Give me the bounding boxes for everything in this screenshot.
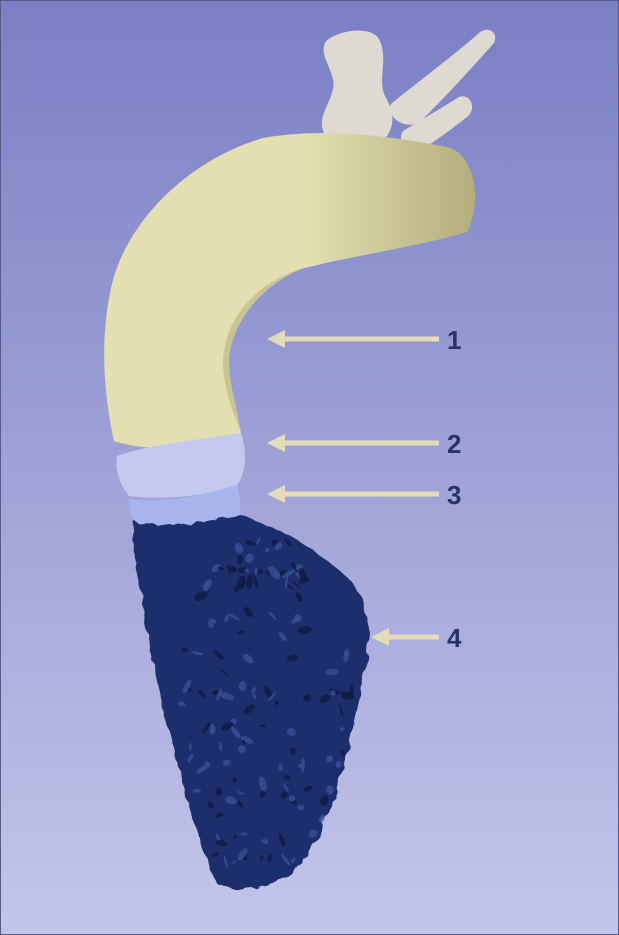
label-3: 3 [447, 482, 461, 508]
trabecula-mark [192, 789, 201, 793]
label-4: 4 [447, 625, 461, 651]
label-2: 2 [447, 431, 461, 457]
label-1: 1 [447, 327, 461, 353]
